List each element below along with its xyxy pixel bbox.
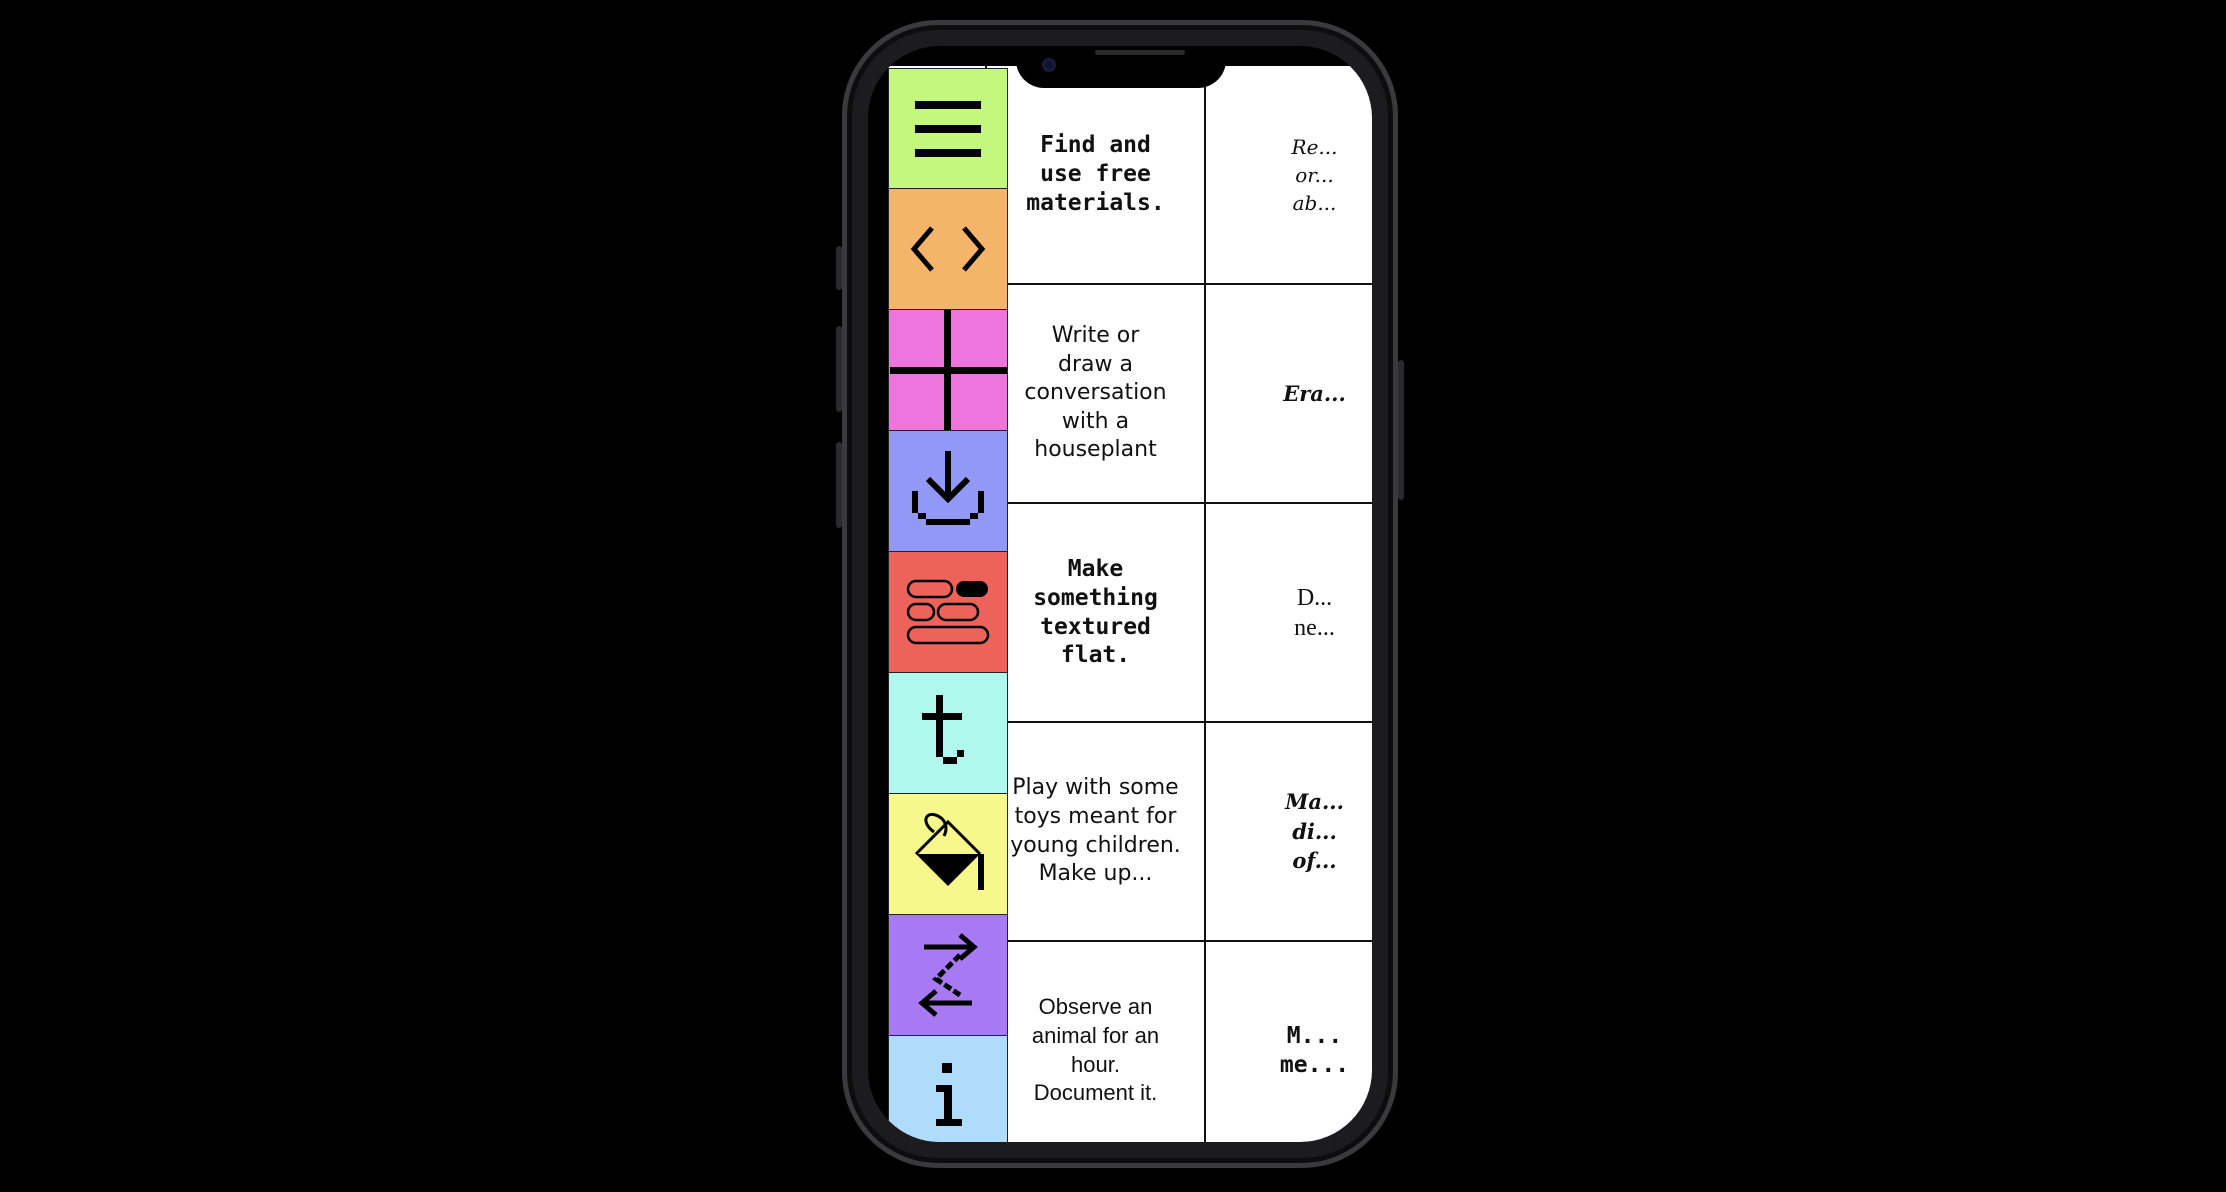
prompt-card[interactable]: Find and use free materials.	[987, 66, 1206, 285]
prompt-card[interactable]: Make something textured flat.	[987, 504, 1206, 723]
text-t-icon	[922, 695, 964, 764]
phone-frame: ...a story about the letter "..."Find an…	[836, 20, 1404, 1168]
earpiece-speaker	[1095, 50, 1185, 55]
prompt-card[interactable]: D... ne...	[1206, 504, 1372, 723]
prompt-card-text: Era...	[1283, 380, 1346, 406]
phone-power-button	[1398, 360, 1404, 500]
download-tray-icon	[912, 451, 984, 525]
text-button[interactable]	[888, 673, 1008, 794]
navigate-button[interactable]	[888, 189, 1008, 310]
phone-screen: ...a story about the letter "..."Find an…	[868, 46, 1372, 1142]
tool-sidebar	[888, 68, 1008, 1142]
menu-button[interactable]	[888, 68, 1008, 189]
prompt-card-text: Write or draw a conversation with a hous…	[1024, 323, 1167, 463]
prompt-card[interactable]: Observe an animal for an hour. Document …	[987, 942, 1206, 1142]
prompt-card-text: Make something textured flat.	[1033, 556, 1158, 669]
prompt-card[interactable]: M... me...	[1206, 942, 1372, 1142]
phone-volume-down-button	[836, 442, 842, 528]
paint-bucket-icon	[914, 813, 984, 890]
prompt-card[interactable]: Re... or... ab...	[1206, 66, 1372, 285]
prompt-card-text: Re... or... ab...	[1291, 134, 1338, 215]
prompt-card-text: M... me...	[1279, 1022, 1350, 1078]
prompt-card-text: Play with some toys meant for young chil…	[1010, 775, 1181, 887]
prompt-card-text: Find and use free materials.	[1026, 132, 1165, 216]
toggle-pills-icon	[906, 579, 990, 645]
left-right-chevrons-icon	[910, 226, 986, 272]
info-button[interactable]	[888, 1036, 1008, 1142]
grid-cross-icon	[889, 310, 1007, 430]
info-i-icon	[936, 1063, 962, 1126]
prompt-card[interactable]: Play with some toys meant for young chil…	[987, 723, 1206, 942]
phone-volume-up-button	[836, 326, 842, 412]
shuffle-arrows-icon	[918, 933, 978, 1017]
prompt-card[interactable]: Ma... di... of...	[1206, 723, 1372, 942]
download-button[interactable]	[888, 431, 1008, 552]
prompt-card[interactable]: Write or draw a conversation with a hous…	[987, 285, 1206, 504]
phone-action-button	[836, 246, 842, 290]
prompt-card-text: Ma... di... of...	[1285, 789, 1344, 874]
grid-view-button[interactable]	[888, 310, 1008, 431]
front-camera	[1042, 58, 1056, 72]
prompt-card[interactable]: Era...	[1206, 285, 1372, 504]
hamburger-menu-icon	[915, 100, 981, 157]
shuffle-button[interactable]	[888, 915, 1008, 1036]
filters-button[interactable]	[888, 552, 1008, 673]
prompt-card-text: Observe an animal for an hour. Document …	[1031, 994, 1160, 1106]
paint-button[interactable]	[888, 794, 1008, 915]
prompt-card-text: D... ne...	[1294, 584, 1335, 641]
